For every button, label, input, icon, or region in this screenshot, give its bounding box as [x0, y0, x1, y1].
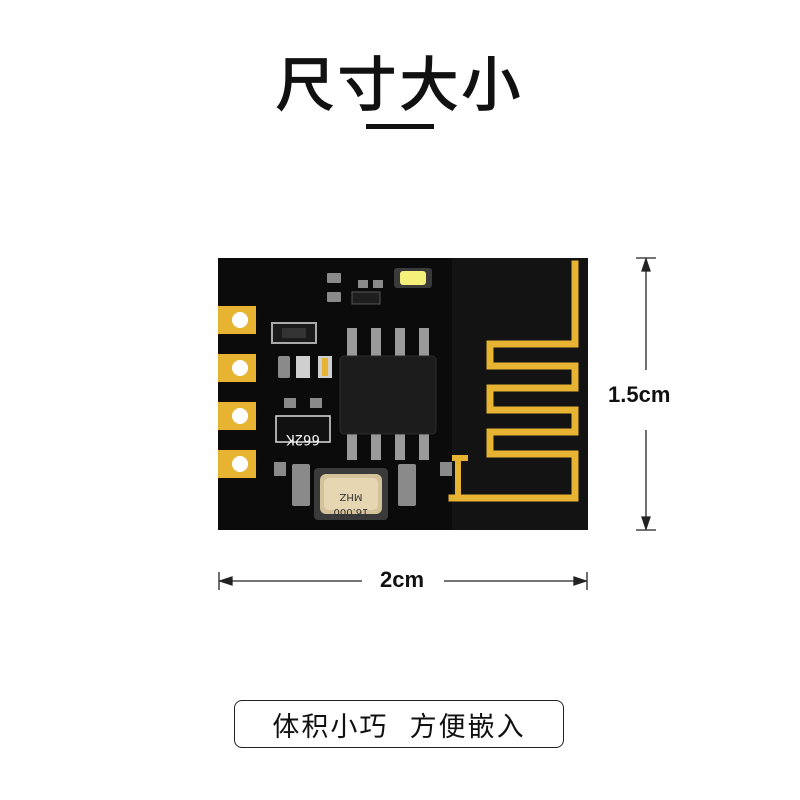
caption-left: 体积小巧: [272, 711, 389, 743]
width-dimension-line: [217, 572, 589, 590]
crystal-oscillator: MHZ 16.000: [314, 468, 388, 520]
page-title: 尺寸大小: [275, 51, 524, 119]
antenna-area: [452, 258, 588, 530]
pad-2: [218, 354, 256, 382]
caption-spacer: [388, 709, 409, 740]
crystal-freq-value: 16.000: [334, 506, 369, 517]
resistor-marking: 662K: [275, 415, 331, 447]
edge-pads: [218, 306, 256, 478]
pad-4: [218, 450, 256, 478]
caption-right: 方便嵌入: [409, 711, 526, 743]
pad-1: [218, 306, 256, 334]
status-led: [394, 268, 432, 288]
main-ic-chip: [339, 328, 437, 460]
title-underline: [366, 124, 434, 129]
resistor-code: 662K: [286, 431, 320, 447]
height-label: 1.5cm: [608, 378, 671, 412]
pad-3: [218, 402, 256, 430]
crystal-freq-unit: MHZ: [339, 491, 362, 502]
antenna-feed: [452, 455, 468, 498]
smd-components: [271, 273, 452, 506]
width-label: 2cm: [372, 567, 433, 593]
footer-caption: 体积小巧 方便嵌入: [234, 700, 564, 748]
pcb-antenna-trace: [448, 260, 579, 502]
height-dimension-line: [636, 256, 656, 532]
